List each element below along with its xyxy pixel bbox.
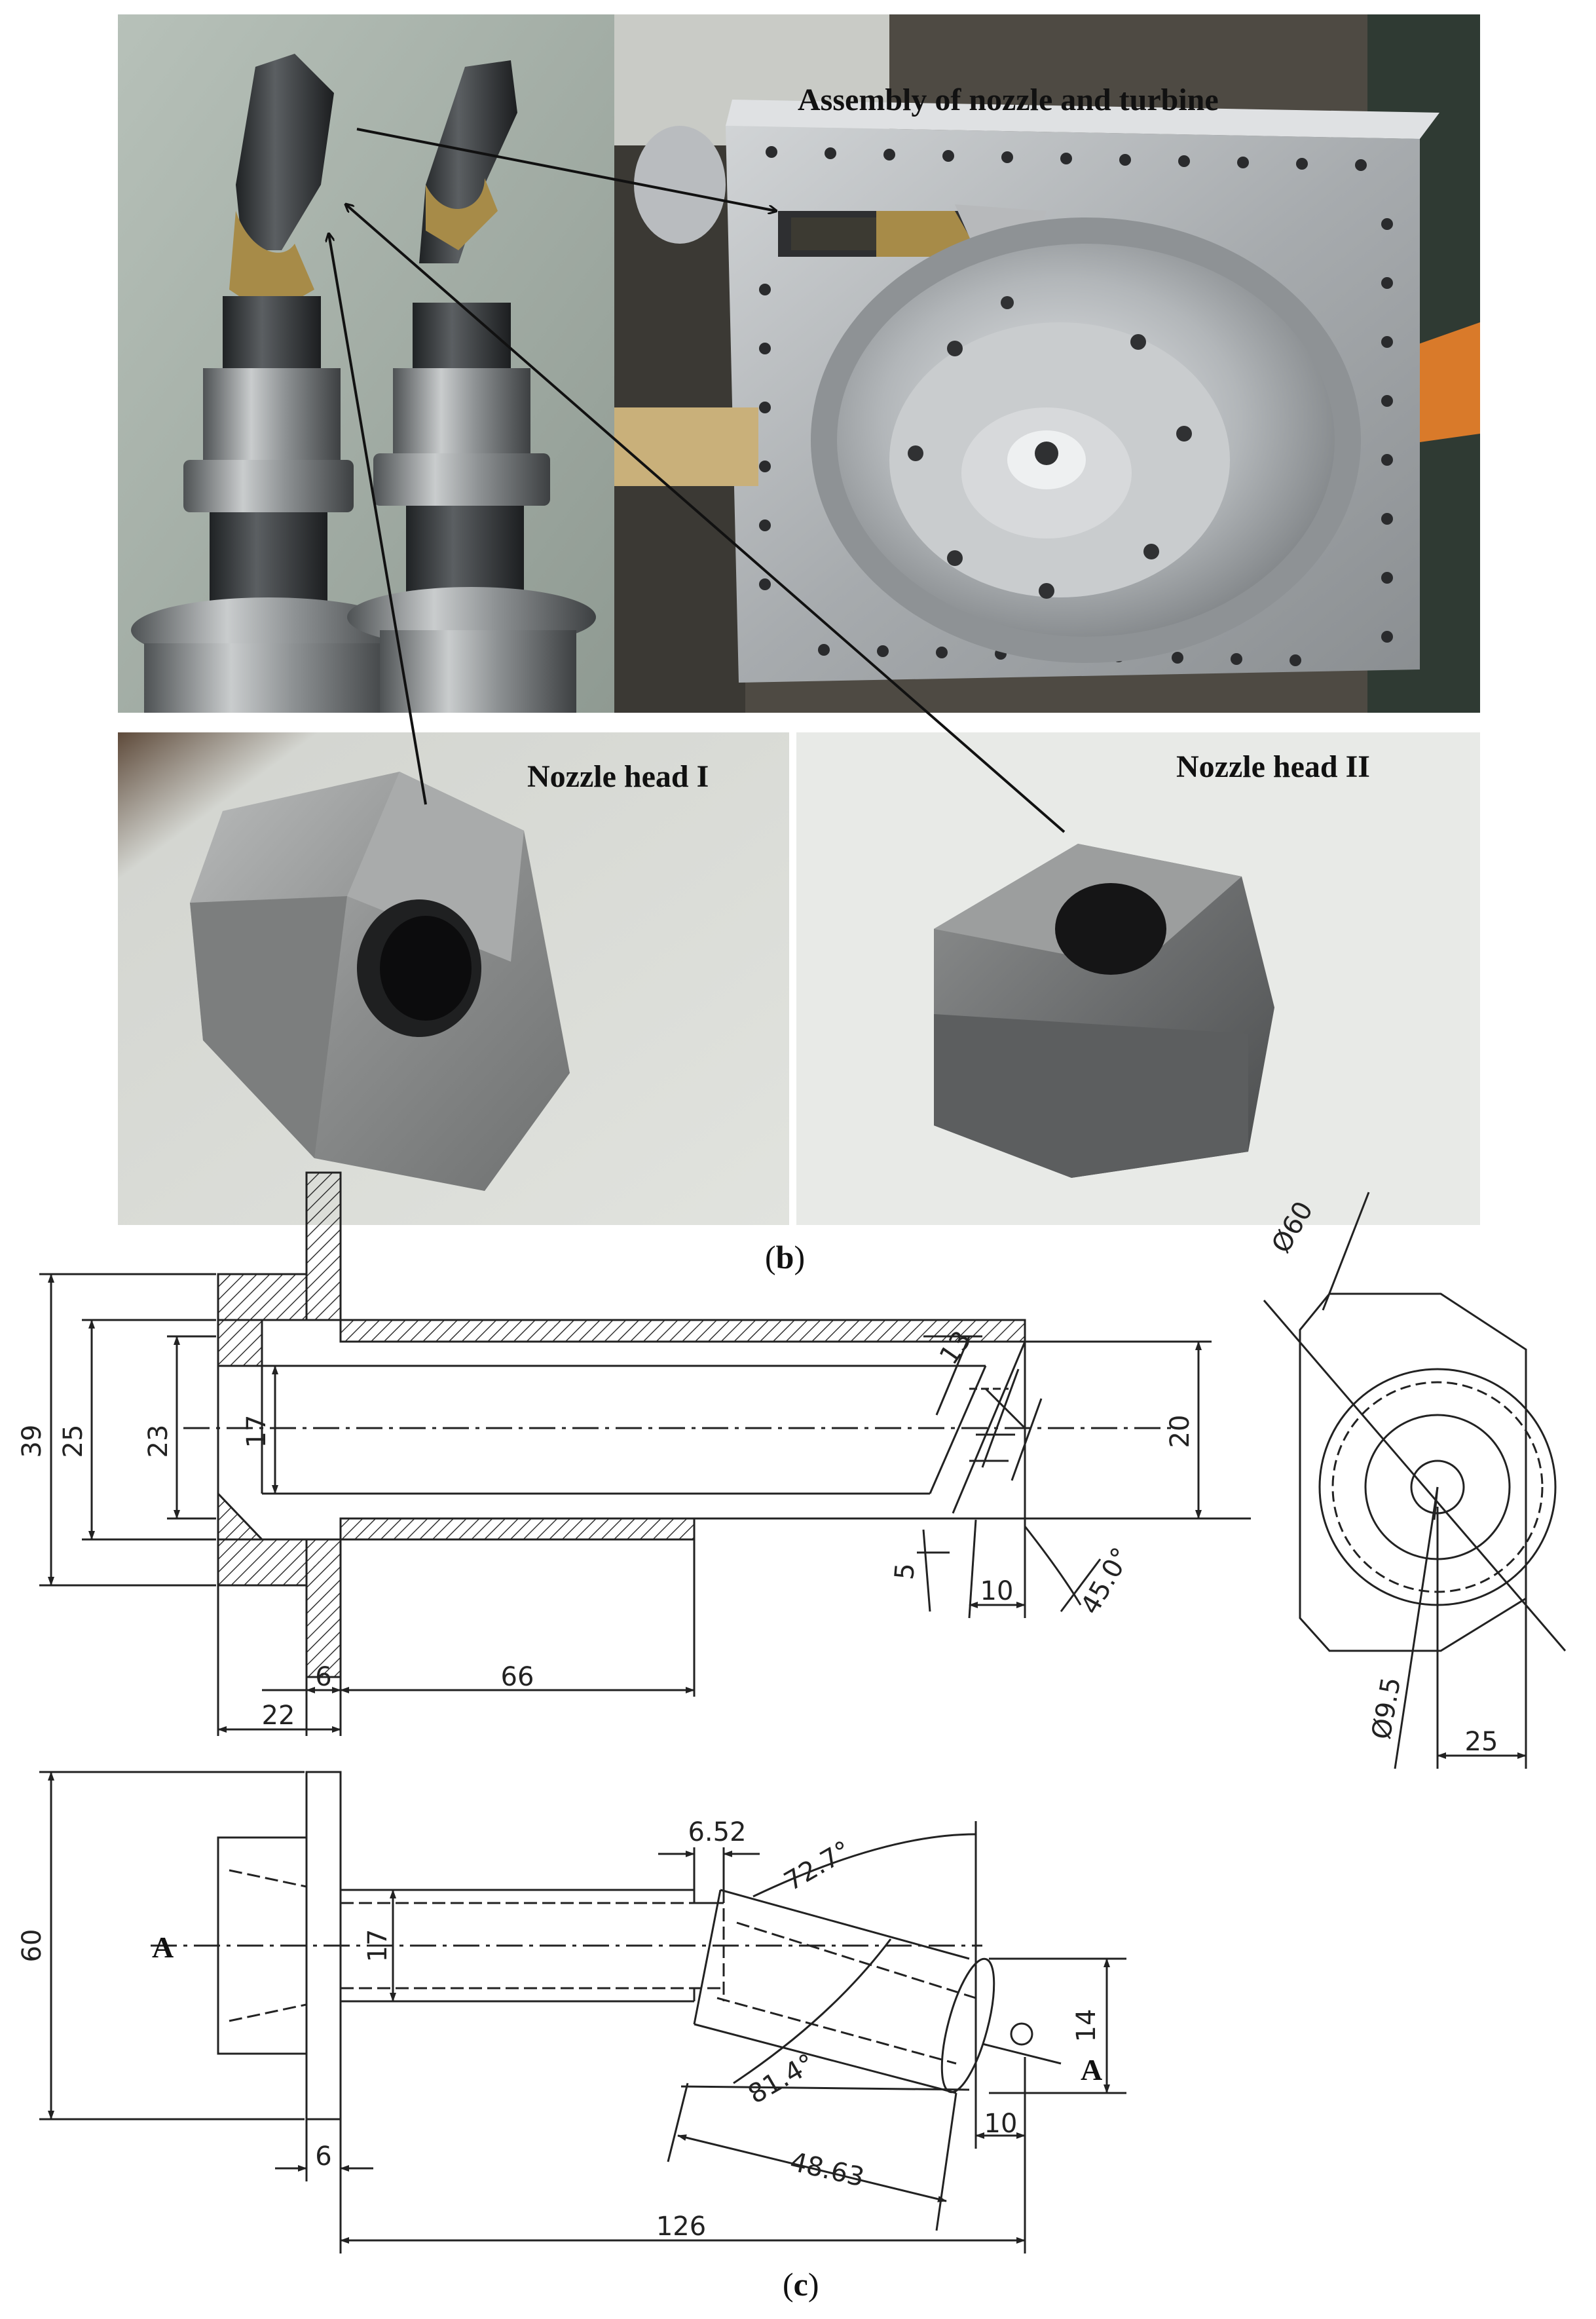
arrow-assembly (356, 128, 776, 211)
dim-25-end: 25 (1465, 1727, 1498, 1757)
top-view-dimensions (39, 1771, 1126, 2253)
dim-17-bottom: 17 (363, 1929, 393, 1963)
caption-b-open: ( (765, 1239, 776, 1275)
photo-nozzles (118, 14, 614, 713)
section-mark-a-right: A (1081, 2053, 1102, 2086)
nozzle-head-1-label: Nozzle head I (527, 759, 709, 794)
dim-6-bottom: 6 (315, 2141, 331, 2172)
dim-39: 39 (17, 1425, 47, 1458)
dim-25: 25 (58, 1425, 88, 1458)
dim-angle-81-4: 81.4° (743, 2048, 820, 2110)
dim-126: 126 (656, 2212, 706, 2242)
caption-c-open: ( (783, 2266, 794, 2303)
dim-17: 17 (242, 1415, 272, 1448)
dim-dia-60: Ø60 (1266, 1196, 1319, 1258)
caption-c-letter: c (793, 2266, 808, 2303)
dim-5: 5 (889, 1562, 921, 1581)
dim-10-top: 10 (980, 1576, 1014, 1606)
photo-nozzle-head-2 (796, 732, 1480, 1225)
dim-60: 60 (17, 1929, 47, 1963)
end-view (1263, 1192, 1567, 1769)
dim-14: 14 (1071, 2009, 1102, 2043)
dim-20: 20 (1165, 1415, 1195, 1448)
nozzle-head-2-label: Nozzle head II (1176, 749, 1370, 784)
side-section-dimensions (39, 1273, 1212, 1736)
caption-b-close: ) (794, 1239, 806, 1275)
arrow-head-2 (346, 204, 1066, 833)
assembly-label: Assembly of nozzle and turbine (798, 83, 1219, 117)
dim-48-63: 48.63 (787, 2147, 867, 2193)
arrow-head-1 (329, 234, 427, 805)
top-view-dim-labels: 60 17 6.52 72.7° 81.4° 48.63 14 10 6 126… (17, 1817, 1102, 2242)
arrow-overlay (0, 128, 1066, 833)
caption-c-close: ) (807, 2266, 819, 2303)
side-section-view (183, 1171, 1251, 1678)
section-mark-a-left: A (152, 1931, 174, 1964)
dim-22: 22 (262, 1701, 295, 1731)
photo-assembly (614, 14, 1480, 713)
dim-10-bottom: 10 (984, 2109, 1018, 2139)
dim-angle-72-7: 72.7° (779, 1836, 856, 1897)
dim-6-52: 6.52 (688, 1817, 746, 1847)
caption-b-letter: b (775, 1239, 794, 1275)
photo-nozzle-head-1 (118, 732, 789, 1225)
dim-23: 23 (143, 1425, 174, 1458)
dim-6-top: 6 (315, 1662, 331, 1692)
caption-b: (b) (765, 1238, 805, 1276)
dim-66: 66 (501, 1662, 534, 1692)
top-view (151, 1771, 1062, 2121)
caption-c: (c) (783, 2265, 819, 2303)
